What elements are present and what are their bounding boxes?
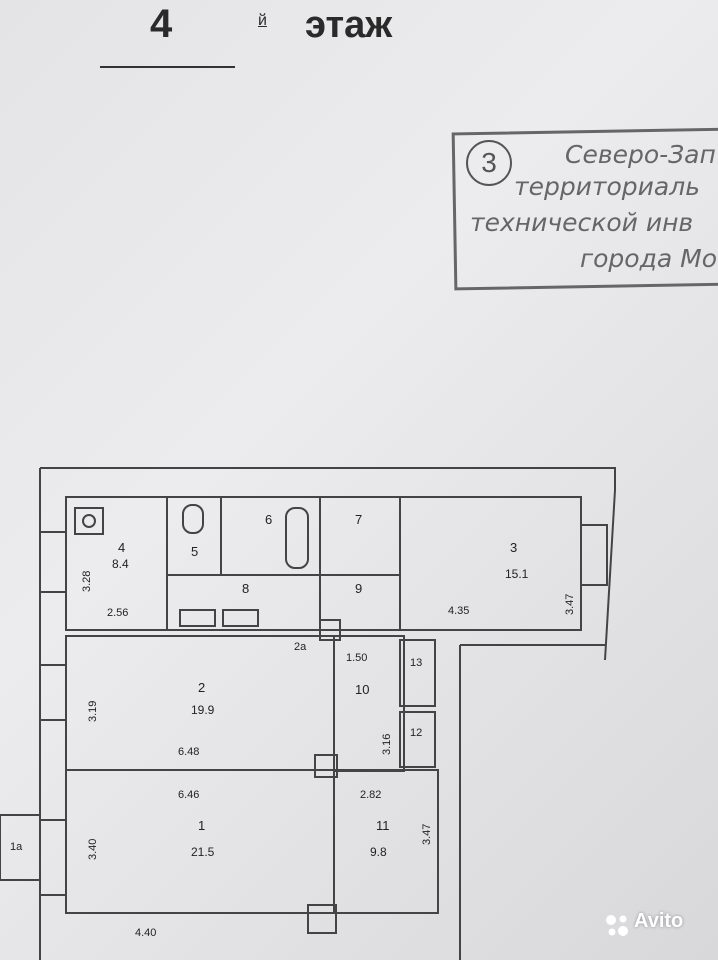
wall [40,467,616,661]
window [39,531,67,593]
room-3-area: 15.1 [505,567,529,581]
stamp-number: 3 [466,140,512,186]
wall [65,769,335,914]
watermark-text: Avito [634,910,684,932]
room-10-height: 3.16 [381,734,393,755]
room-3-number: 3 [510,540,517,555]
floor-suffix: й [258,12,267,29]
room-4-number: 4 [118,540,125,555]
room-11-height: 3.47 [421,824,433,845]
room-8-number: 8 [242,581,249,596]
stamp-line: территориаль [514,172,700,201]
room-6-number: 6 [265,512,272,527]
room-10-width: 1.50 [346,652,367,664]
room-13-number: 13 [410,657,422,669]
room-1-width: 6.46 [178,789,199,801]
room-1-area: 21.5 [191,845,215,859]
room-10-number: 10 [355,682,369,697]
room-2-number: 2 [198,680,205,695]
room-11-width: 2.82 [360,789,381,801]
room-7-number: 7 [355,512,362,527]
room-11-area: 9.8 [370,845,387,859]
stamp-line: Северо-Зап [565,140,716,169]
wall [399,711,436,768]
room-2-area: 19.9 [191,703,215,717]
column [314,754,338,778]
room-12-number: 12 [410,727,422,739]
stamp-line: города Мо [580,244,718,273]
bathtub [285,507,309,569]
stove-burner [82,514,96,528]
column [319,619,341,641]
window [39,819,67,896]
column [307,904,337,934]
room-1-number: 1 [198,818,205,833]
room-2-width: 6.48 [178,746,199,758]
stamp-line: технической инв [470,208,694,237]
stove [74,507,104,535]
wall [333,769,439,914]
toilet [182,504,204,534]
floor-underline [100,66,235,68]
floor-number: 4 [150,2,173,46]
room-1a-box [0,814,41,881]
avito-dots-icon [606,915,628,936]
sink [179,609,216,627]
wall [65,496,582,631]
room-2a-number: 2а [294,641,307,653]
room-5-number: 5 [191,544,198,559]
room-1a-number: 1а [10,841,23,853]
floor-word: этаж [305,4,393,46]
room-9-number: 9 [355,581,362,596]
room-4-area: 8.4 [112,557,129,571]
room-4-height: 3.28 [81,571,93,592]
partial-dimension: 4.40 [135,927,156,939]
window [39,664,67,721]
room-1-height: 3.40 [87,839,99,860]
sink [222,609,259,627]
room-2-height: 3.19 [87,701,99,722]
room-3-width: 4.35 [448,605,469,617]
room-4-width: 2.56 [107,607,128,619]
room-11-number: 11 [376,818,390,833]
wall [333,635,405,772]
room-3-height: 3.47 [564,594,576,615]
window [580,524,608,586]
wall [399,639,436,707]
